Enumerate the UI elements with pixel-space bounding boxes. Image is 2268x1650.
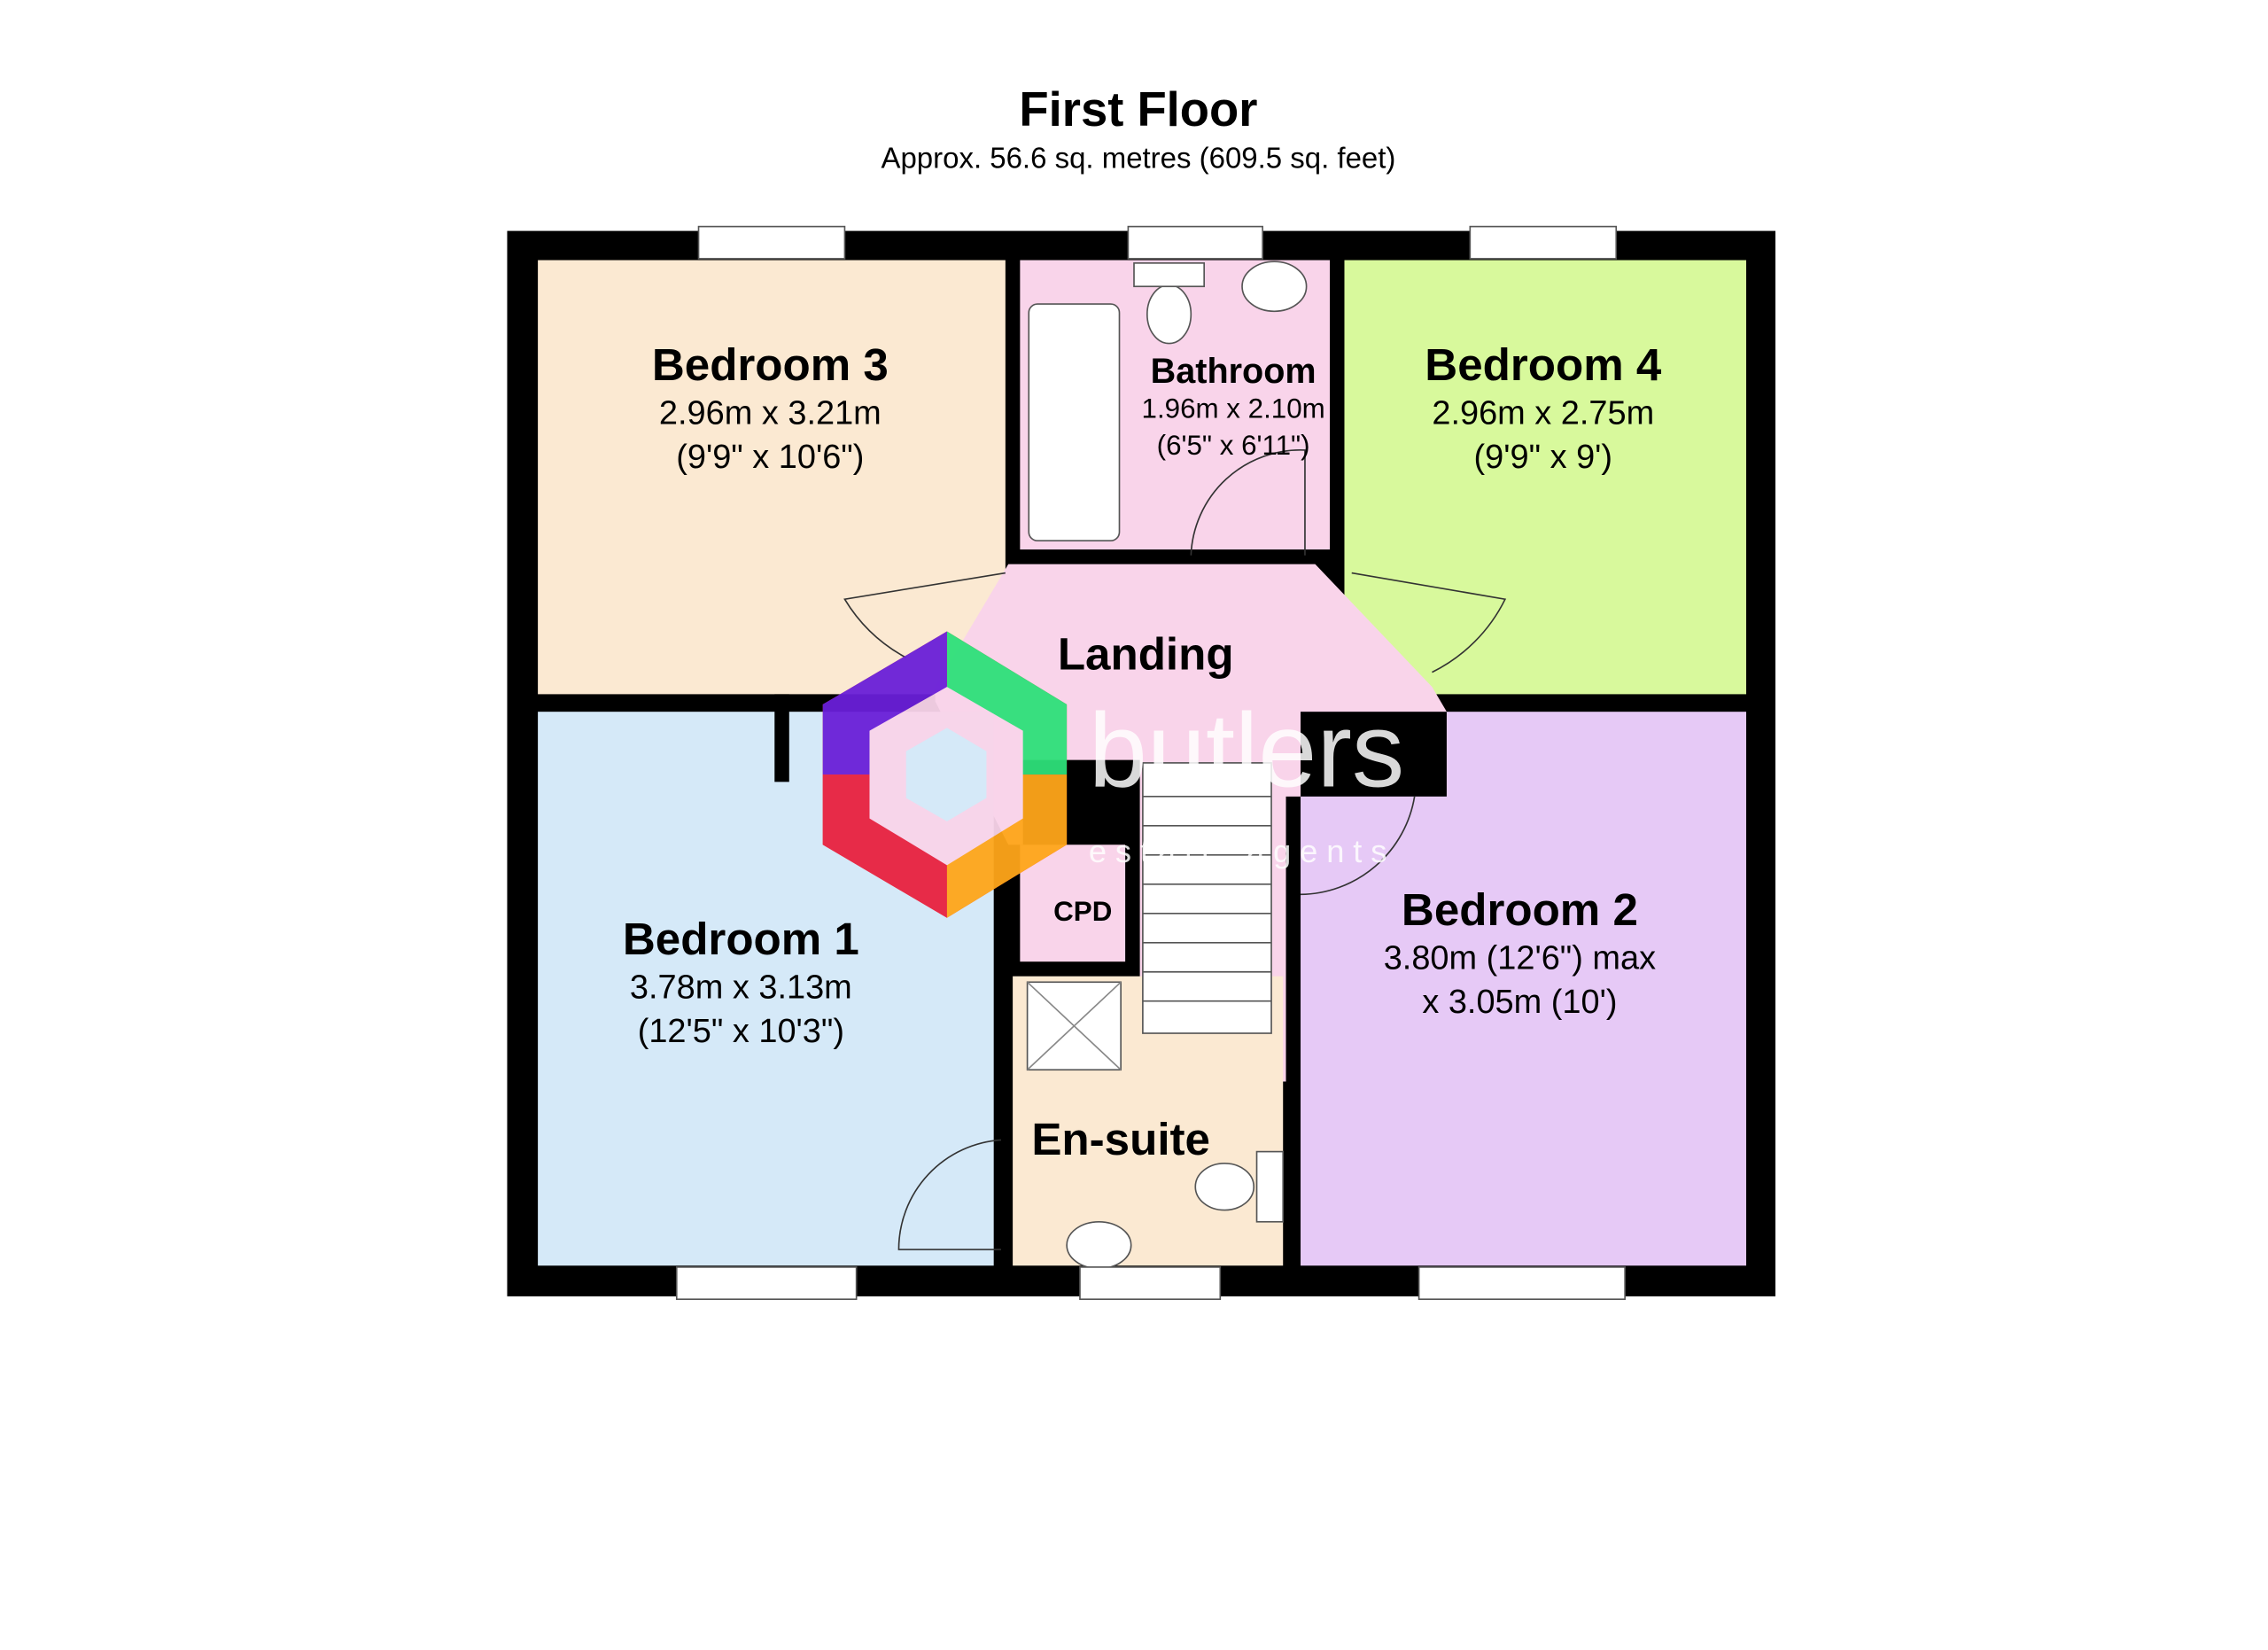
- bedroom-4-name: Bedroom 4: [1425, 339, 1662, 390]
- bedroom-1-metric: 3.78m x 3.13m: [630, 969, 852, 1006]
- bedroom-4-imperial: (9'9" x 9'): [1474, 439, 1613, 476]
- bedroom-1-notch: [774, 694, 789, 782]
- toilet: [1146, 284, 1192, 345]
- door-swing: [1351, 572, 1507, 673]
- window: [1469, 225, 1618, 260]
- bedroom-4-metric: 2.96m x 2.75m: [1432, 394, 1654, 432]
- room-bedroom-3: [538, 260, 1006, 695]
- door-swing: [843, 572, 1006, 658]
- room-cpd: [1020, 844, 1126, 962]
- ensuite-cistern: [1255, 1150, 1285, 1223]
- room-bedroom-4: [1344, 260, 1747, 695]
- bathtub: [1028, 303, 1121, 542]
- room-bedroom-2: [1301, 712, 1747, 1266]
- door-swing: [1190, 449, 1306, 556]
- window: [697, 225, 846, 260]
- ensuite-toilet: [1194, 1162, 1255, 1211]
- bedroom-3-name: Bedroom 3: [652, 339, 889, 390]
- basin: [1241, 261, 1308, 313]
- cpd-name: CPD: [1053, 896, 1112, 927]
- toilet-cistern: [1133, 262, 1205, 288]
- bedroom-1-name: Bedroom 1: [623, 914, 859, 964]
- bedroom-2-notch: [1301, 712, 1447, 797]
- floor-title: First Floor: [1019, 82, 1257, 136]
- watermark-brand: butlers: [1089, 692, 1404, 809]
- window: [1418, 1266, 1626, 1301]
- window: [1079, 1266, 1222, 1301]
- ensuite-name: En-suite: [1031, 1114, 1210, 1164]
- door-swing: [897, 1139, 1001, 1250]
- bedroom-2-name: Bedroom 2: [1402, 884, 1638, 935]
- window: [1127, 225, 1263, 260]
- bedroom-3-imperial: (9'9" x 10'6"): [676, 439, 864, 476]
- window: [675, 1266, 858, 1301]
- bedroom-1-imperial: (12'5" x 10'3"): [638, 1013, 844, 1050]
- shower-line: [1027, 981, 1122, 1070]
- bathroom-metric: 1.96m x 2.10m: [1142, 393, 1325, 424]
- bathroom-imperial: (6'5" x 6'11"): [1157, 430, 1310, 461]
- butlers-logo: [822, 631, 1068, 918]
- bathroom-name: Bathroom: [1151, 352, 1317, 391]
- landing-name: Landing: [1058, 628, 1234, 679]
- bedroom-3-metric: 2.96m x 3.21m: [659, 394, 882, 432]
- bedroom-2-imperial: x 3.05m (10'): [1422, 984, 1617, 1021]
- door-swing: [1301, 796, 1416, 896]
- floor-area: Approx. 56.6 sq. metres (609.5 sq. feet): [881, 142, 1395, 175]
- bedroom-2-metric: 3.80m (12'6") max: [1384, 939, 1656, 977]
- staircase: [1142, 762, 1272, 1034]
- watermark-tagline: estate agents: [1089, 833, 1395, 869]
- ensuite-basin: [1066, 1220, 1132, 1270]
